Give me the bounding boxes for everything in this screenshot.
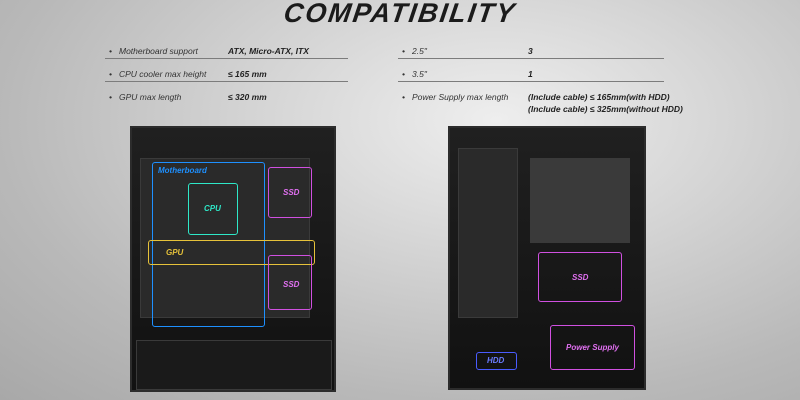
page-title: COMPATIBILITY <box>281 0 519 28</box>
ssd-label: SSD <box>572 273 589 282</box>
gpu-outline <box>148 240 315 265</box>
spec-value: (Include cable) ≤ 165mm(with HDD) <box>528 92 670 102</box>
bullet: • <box>402 69 405 79</box>
spec-value: ≤ 165 mm <box>228 69 267 79</box>
cpu-outline <box>188 183 238 235</box>
spec-row: • GPU max length ≤ 320 mm <box>105 83 348 105</box>
spec-label: GPU max length <box>119 92 182 102</box>
motherboard-tray <box>140 158 310 318</box>
spec-label: Power Supply max length <box>412 92 509 102</box>
hdd-label: HDD <box>487 356 505 365</box>
spec-value: 3 <box>528 46 533 56</box>
ssd-outline <box>268 255 312 310</box>
case-side-view-right <box>448 126 646 390</box>
case-side-view-left <box>130 126 336 392</box>
spec-value: (Include cable) ≤ 325mm(without HDD) <box>528 104 683 114</box>
ssd-outline <box>538 252 622 302</box>
bullet: • <box>109 69 112 79</box>
power-supply-outline <box>550 325 635 370</box>
cutout <box>530 158 630 243</box>
spec-label: 2.5" <box>412 46 427 56</box>
ssd-label: SSD <box>283 280 300 289</box>
spec-row: • Motherboard support ATX, Micro-ATX, ITX <box>105 37 348 59</box>
motherboard-outline <box>152 162 265 327</box>
bullet: • <box>402 92 405 102</box>
spec-label: Motherboard support <box>119 46 198 56</box>
psu-shroud <box>136 340 332 390</box>
power-supply-label: Power Supply <box>566 343 619 352</box>
ssd-label: SSD <box>283 188 300 197</box>
spec-row: • CPU cooler max height ≤ 165 mm <box>105 60 348 82</box>
spec-label: CPU cooler max height <box>119 69 207 79</box>
cable-panel <box>458 148 518 318</box>
hdd-outline <box>476 352 517 370</box>
spec-value: 1 <box>528 69 533 79</box>
bullet: • <box>109 92 112 102</box>
spec-row: • 3.5" 1 <box>398 60 664 82</box>
bullet: • <box>109 46 112 56</box>
spec-row: • Power Supply max length (Include cable) … <box>398 83 683 117</box>
bullet: • <box>402 46 405 56</box>
cpu-label: CPU <box>204 204 221 213</box>
spec-label: 3.5" <box>412 69 427 79</box>
ssd-outline <box>268 167 312 218</box>
spec-value: ≤ 320 mm <box>228 92 267 102</box>
spec-value: ATX, Micro-ATX, ITX <box>228 46 309 56</box>
motherboard-label: Motherboard <box>158 166 207 175</box>
spec-row: • 2.5" 3 <box>398 37 664 59</box>
gpu-label: GPU <box>166 248 184 257</box>
